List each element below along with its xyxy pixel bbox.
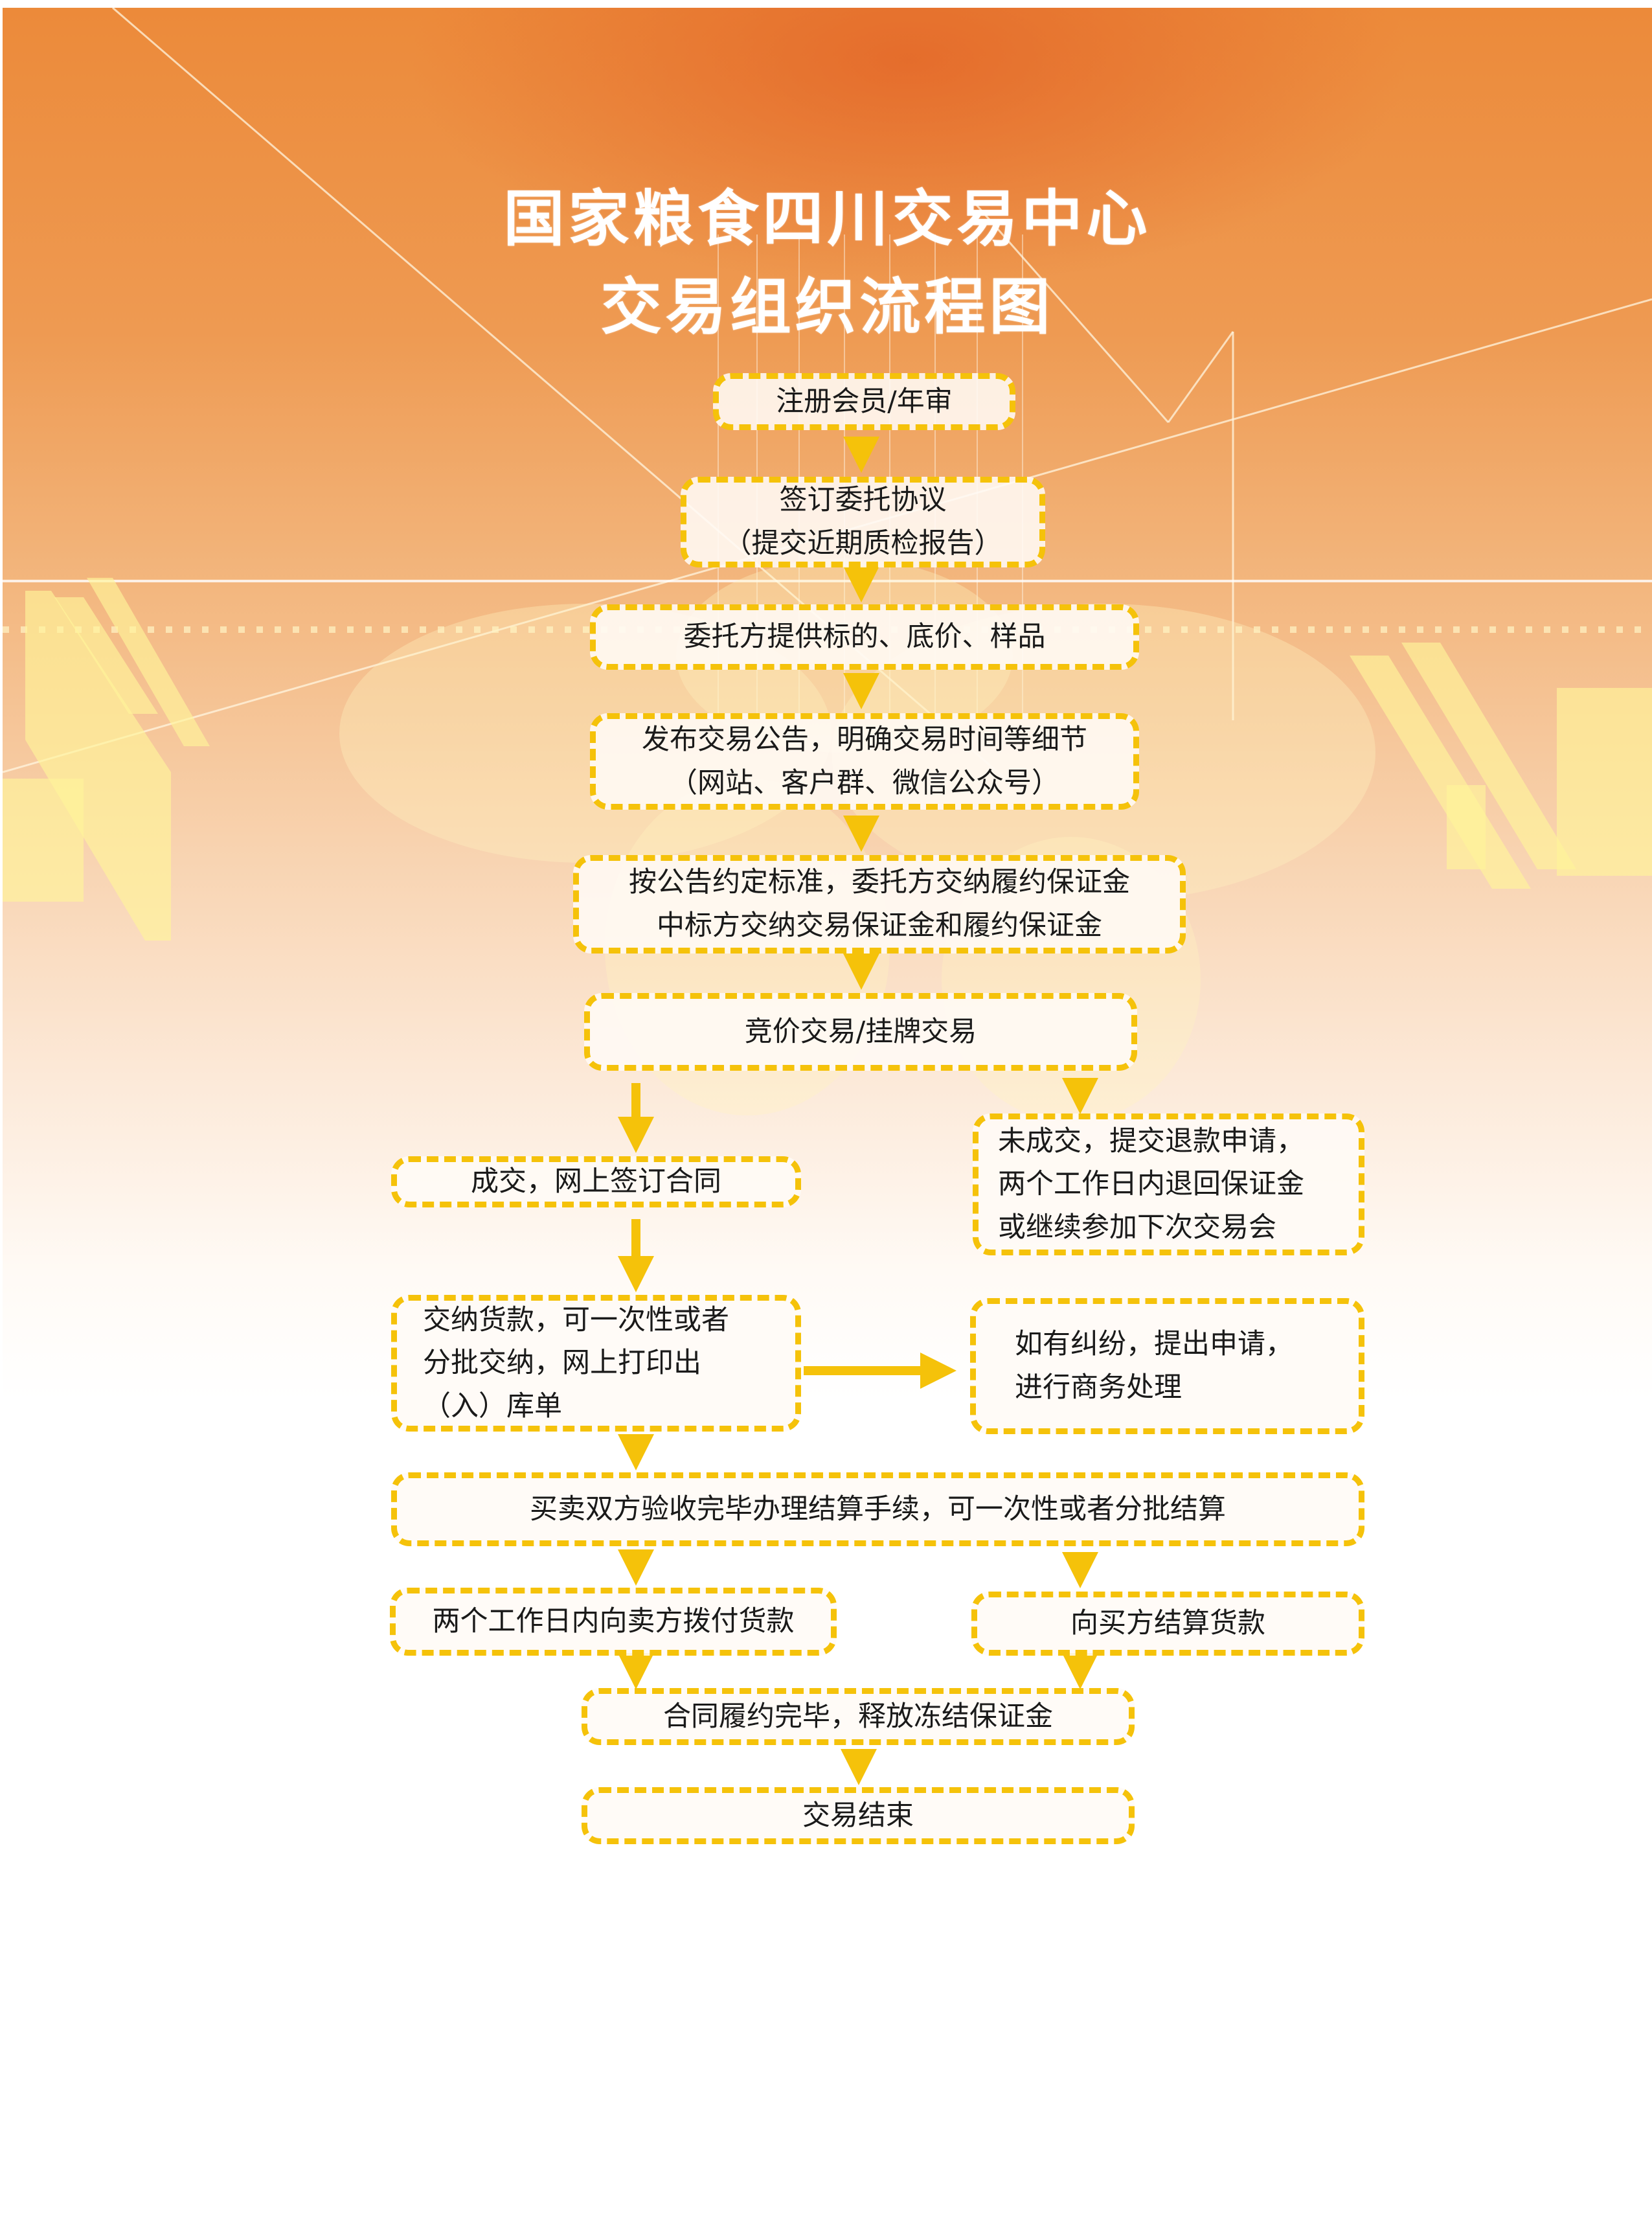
step-text: 成交，网上签订合同 — [471, 1165, 721, 1198]
step-settlement: 买卖双方验收完毕办理结算手续，可一次性或者分批结算 — [391, 1472, 1364, 1546]
step-text: 未成交，提交退款申请， 两个工作日内退回保证金 或继续参加下次交易会 — [998, 1125, 1304, 1244]
step-no-deal: 未成交，提交退款申请， 两个工作日内退回保证金 或继续参加下次交易会 — [973, 1114, 1364, 1255]
step-provide-items: 委托方提供标的、底价、样品 — [590, 604, 1139, 670]
step-trading: 竞价交易/挂牌交易 — [584, 993, 1137, 1071]
step-pay-seller: 两个工作日内向卖方拨付货款 — [390, 1588, 837, 1656]
step-deal-done: 成交，网上签订合同 — [391, 1156, 801, 1207]
step-text: 交纳货款，可一次性或者 分批交纳，网上打印出 （入）库单 — [423, 1303, 729, 1422]
step-pay-goods: 交纳货款，可一次性或者 分批交纳，网上打印出 （入）库单 — [391, 1295, 801, 1432]
step-text: 竞价交易/挂牌交易 — [744, 1015, 977, 1048]
step-pay-deposit: 按公告约定标准，委托方交纳履约保证金 中标方交纳交易保证金和履约保证金 — [573, 855, 1186, 954]
poster: 国家粮食四川交易中心 交易组织流程图 注册会员/年审 — [3, 8, 1652, 2227]
step-text: 发布交易公告，明确交易时间等细节 （网站、客户群、微信公众号） — [642, 723, 1087, 799]
step-text: 向买方结算货款 — [1070, 1607, 1265, 1640]
step-register: 注册会员/年审 — [713, 373, 1015, 430]
step-text: 委托方提供标的、底价、样品 — [683, 621, 1046, 654]
title-line-2: 交易组织流程图 — [600, 272, 1054, 343]
step-release-deposit: 合同履约完毕，释放冻结保证金 — [582, 1688, 1135, 1745]
step-sign-agreement: 签订委托协议 （提交近期质检报告） — [681, 477, 1045, 567]
step-text: 合同履约完毕，释放冻结保证金 — [663, 1700, 1053, 1733]
step-settle-buyer: 向买方结算货款 — [971, 1592, 1364, 1656]
step-text: 交易结束 — [802, 1799, 914, 1832]
step-text: 签订委托协议 （提交近期质检报告） — [723, 484, 1002, 560]
step-text: 注册会员/年审 — [776, 385, 953, 418]
title-line-1: 国家粮食四川交易中心 — [503, 184, 1151, 255]
step-text: 如有纠纷，提出申请， 进行商务处理 — [1015, 1328, 1293, 1404]
step-end: 交易结束 — [582, 1787, 1135, 1844]
step-publish-notice: 发布交易公告，明确交易时间等细节 （网站、客户群、微信公众号） — [590, 713, 1139, 810]
step-dispute: 如有纠纷，提出申请， 进行商务处理 — [970, 1298, 1364, 1434]
step-text: 按公告约定标准，委托方交纳履约保证金 中标方交纳交易保证金和履约保证金 — [629, 866, 1130, 942]
step-text: 买卖双方验收完毕办理结算手续，可一次性或者分批结算 — [530, 1492, 1226, 1525]
step-text: 两个工作日内向卖方拨付货款 — [432, 1605, 795, 1638]
